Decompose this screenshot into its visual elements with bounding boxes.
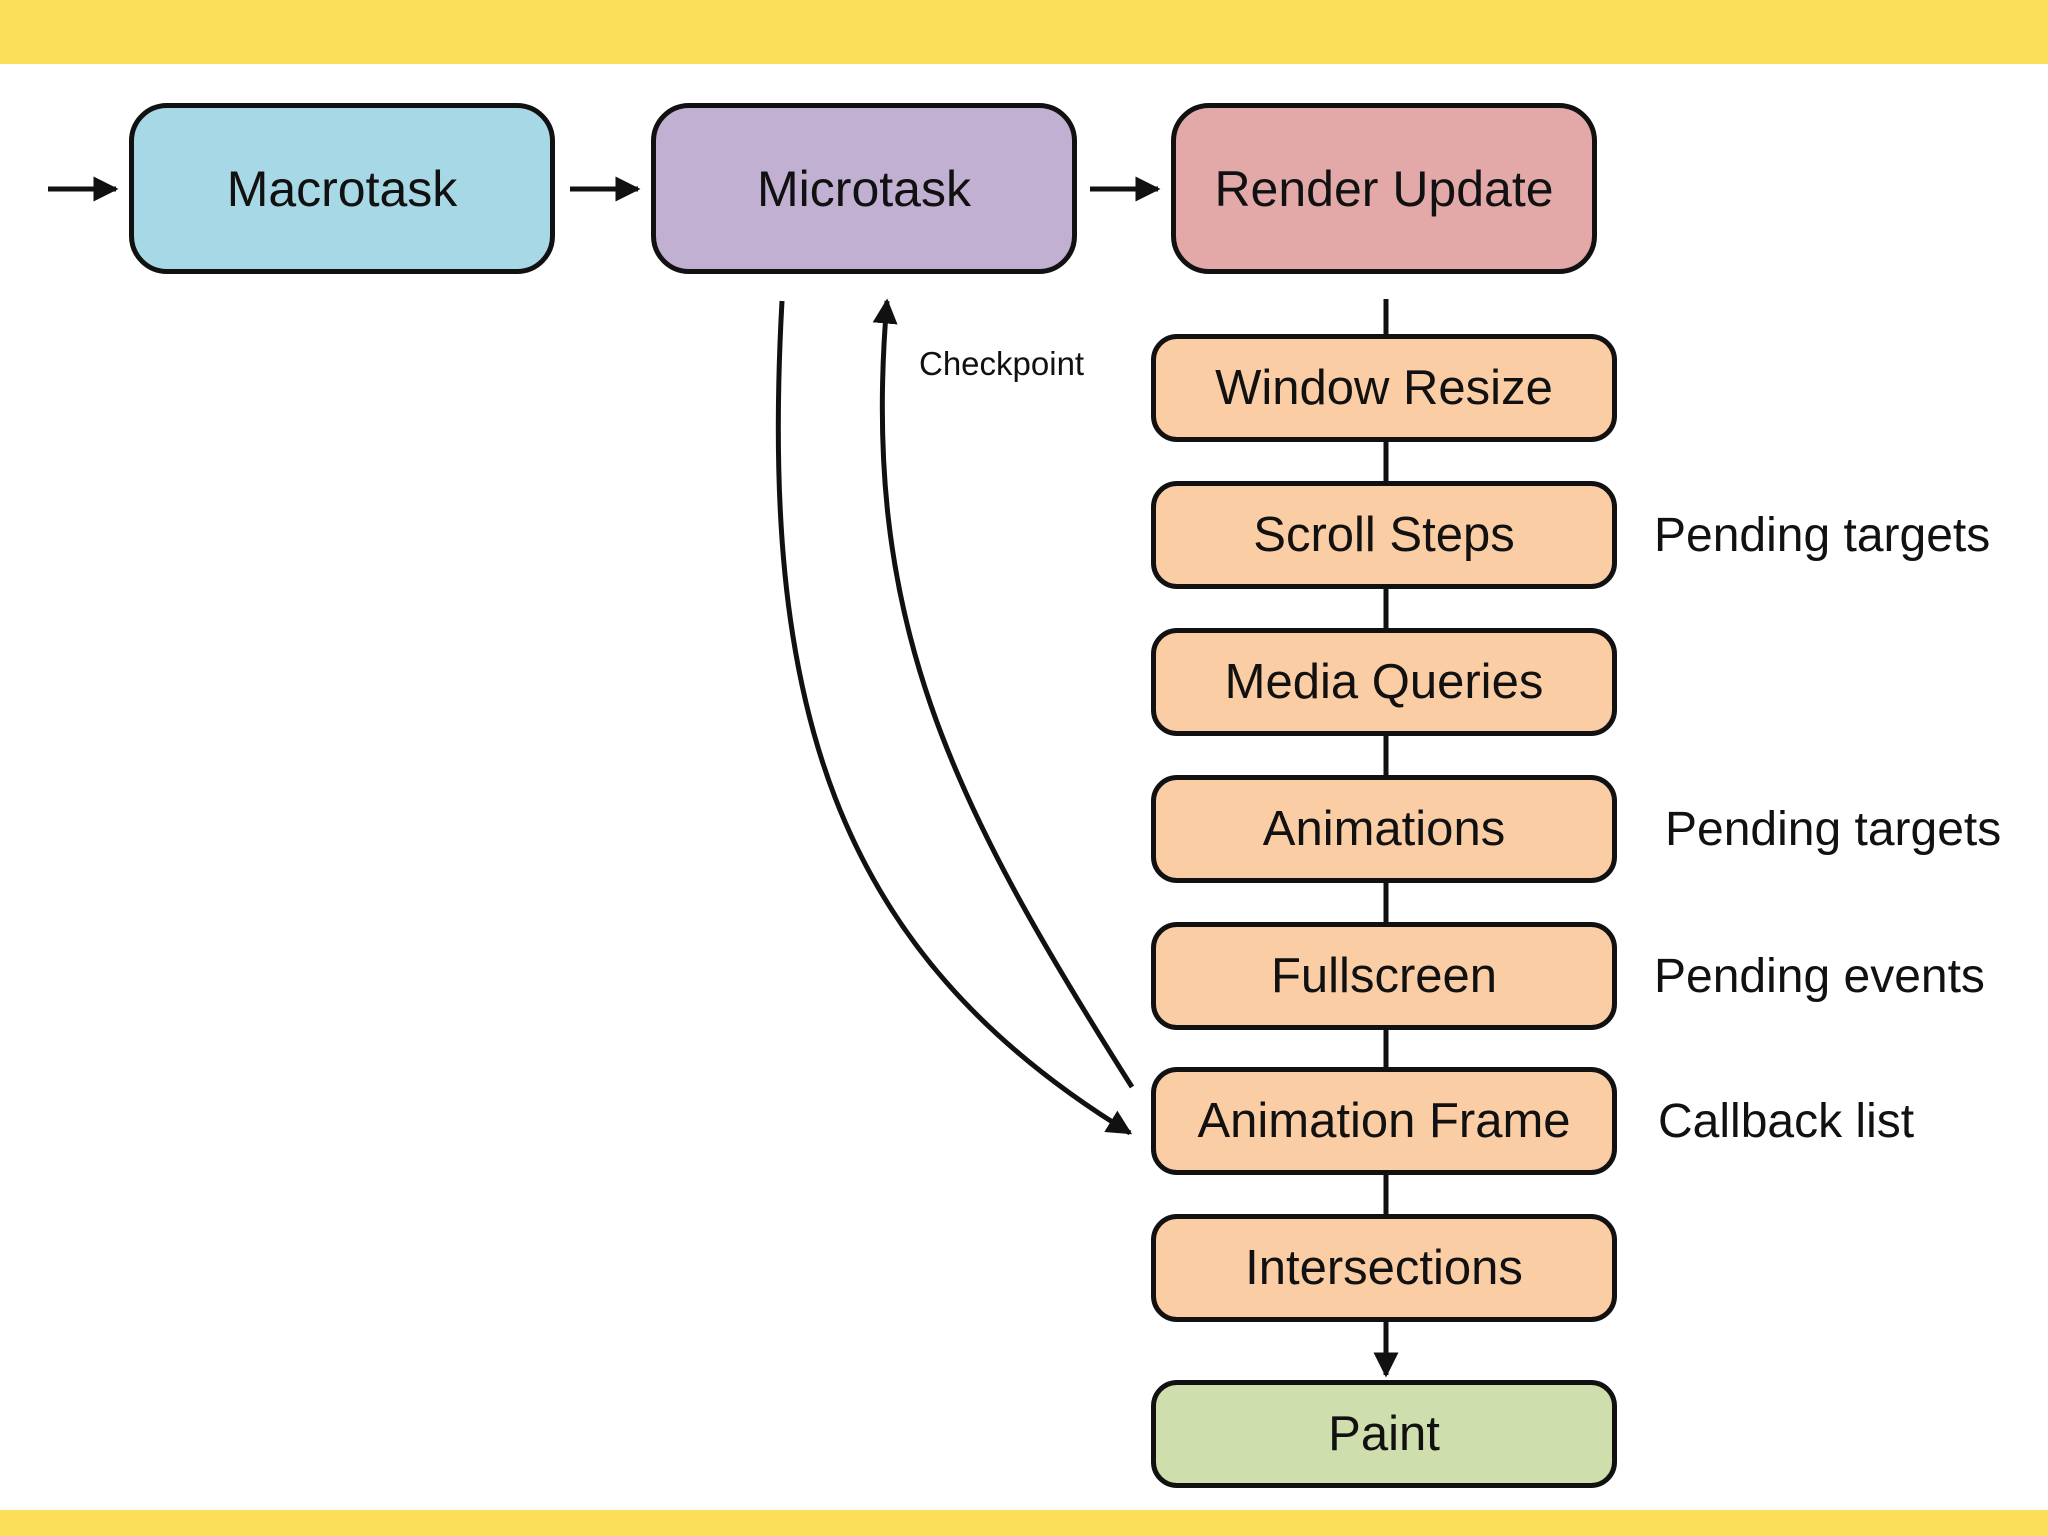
checkpoint-label: Checkpoint — [919, 345, 1085, 382]
scroll-steps-annotation: Pending targets — [1654, 509, 1991, 562]
render-update-label: Render Update — [1214, 160, 1554, 217]
paint-node: Paint — [1151, 1380, 1617, 1488]
animations-annotation: Pending targets — [1665, 803, 2002, 856]
intersections-step: Intersections — [1151, 1214, 1617, 1322]
animations-step: Animations — [1151, 775, 1617, 883]
microtask-to-animation-frame-curve — [775, 300, 1133, 1136]
animation-frame-step: Animation Frame — [1151, 1067, 1617, 1175]
media-queries-step: Media Queries — [1151, 628, 1617, 736]
fullscreen-label: Fullscreen — [1270, 949, 1498, 1003]
microtask-label: Microtask — [757, 160, 971, 217]
scroll-steps-step: Scroll Steps — [1151, 481, 1617, 589]
render-update-node: Render Update — [1171, 103, 1597, 274]
fullscreen-annotation: Pending events — [1654, 950, 1985, 1003]
animations-label: Animations — [1262, 802, 1506, 856]
media-queries-label: Media Queries — [1224, 655, 1544, 709]
macrotask-node: Macrotask — [129, 103, 555, 274]
scroll-steps-label: Scroll Steps — [1253, 508, 1515, 562]
window-resize-step: Window Resize — [1151, 334, 1617, 442]
animation-frame-to-microtask-curve — [872, 298, 1135, 1089]
intersections-label: Intersections — [1245, 1241, 1523, 1295]
microtask-node: Microtask — [651, 103, 1077, 274]
fullscreen-step: Fullscreen — [1151, 922, 1617, 1030]
macrotask-label: Macrotask — [226, 160, 458, 217]
paint-label: Paint — [1328, 1407, 1440, 1461]
bottom-band — [0, 1510, 2048, 1536]
top-band — [0, 0, 2048, 64]
animation-frame-label: Animation Frame — [1197, 1094, 1571, 1148]
animation-frame-annotation: Callback list — [1658, 1095, 1915, 1148]
window-resize-label: Window Resize — [1215, 361, 1553, 415]
